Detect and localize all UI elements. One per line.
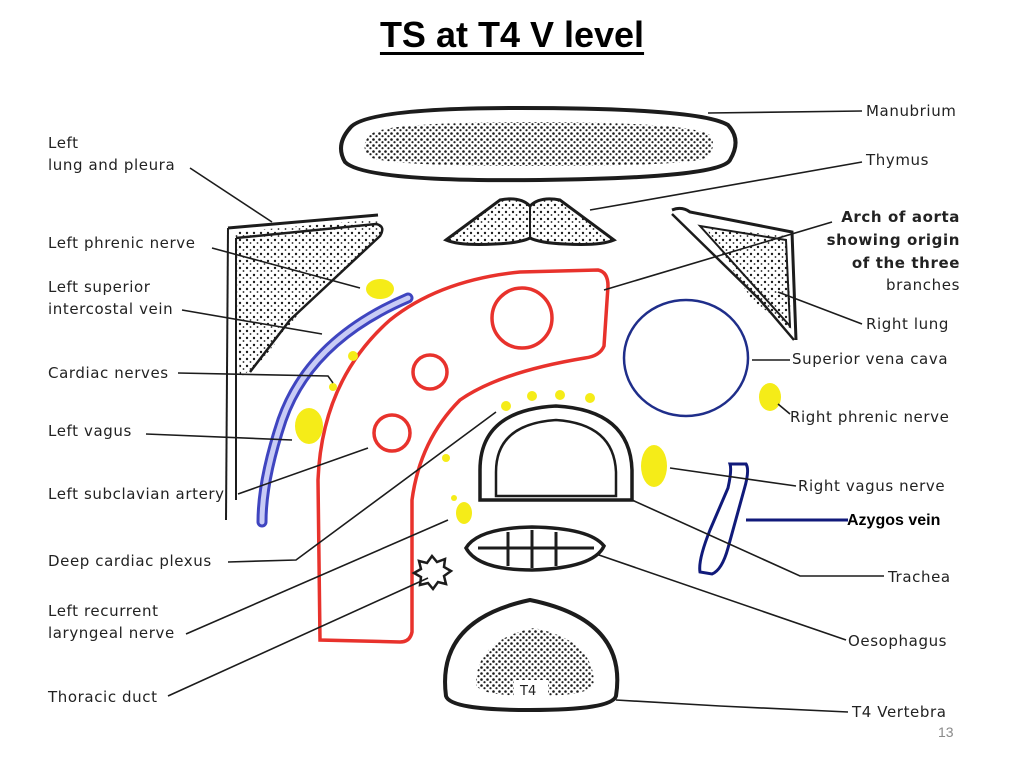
superior-vena-cava: [622, 298, 750, 418]
thymus: [443, 197, 617, 246]
label-arch-4: branches: [886, 276, 960, 294]
label-manubrium: Manubrium: [866, 102, 957, 120]
label-left-lung-2: lung and pleura: [48, 156, 176, 174]
label-arch-2: showing origin: [826, 231, 960, 249]
aortic-arch: [316, 268, 610, 644]
thoracic-duct: [411, 553, 454, 592]
nerves: [295, 279, 781, 524]
label-deep-cardiac-plexus: Deep cardiac plexus: [48, 552, 212, 570]
label-thymus: Thymus: [866, 151, 930, 169]
left-subclavian-artery: [372, 413, 412, 453]
label-right-phrenic-nerve: Right phrenic nerve: [790, 408, 950, 426]
deep-cardiac-plexus-3: [555, 390, 565, 400]
label-t4-vertebra: T4 Vertebra: [852, 703, 947, 721]
slide-number: 13: [938, 724, 954, 740]
slide-title: TS at T4 V level: [379, 14, 645, 55]
t4-vertebra: T4: [443, 597, 620, 713]
label-left-lung-1: Left: [48, 134, 79, 152]
right-phrenic-nerve: [759, 383, 781, 411]
label-arch-1: Arch of aorta: [841, 208, 960, 226]
oesophagus: [463, 525, 607, 572]
label-cardiac-nerves: Cardiac nerves: [48, 364, 169, 382]
deep-cardiac-plexus-4: [585, 393, 595, 403]
label-trachea: Trachea: [888, 568, 951, 586]
azygos-vein: [698, 462, 750, 576]
label-oesophagus: Oesophagus: [848, 632, 948, 650]
left-recurrent-laryngeal-nerve: [456, 502, 472, 524]
label-superior-vena-cava: Superior vena cava: [792, 350, 949, 368]
brachiocephalic-trunk: [490, 286, 554, 350]
label-thoracic-duct: Thoracic duct: [48, 688, 158, 706]
vertebra-body-label: T4: [519, 684, 536, 699]
label-left-superior-1: Left superior: [48, 278, 151, 296]
label-left-recurrent-2: laryngeal nerve: [48, 624, 175, 642]
label-left-subclavian-artery: Left subclavian artery: [48, 485, 225, 503]
left-phrenic-nerve: [366, 279, 394, 299]
left-vagus-nerve: [295, 408, 323, 444]
trachea: [478, 404, 634, 502]
manubrium: [339, 105, 738, 183]
label-left-phrenic-nerve: Left phrenic nerve: [48, 234, 196, 252]
label-left-superior-2: intercostal vein: [48, 300, 174, 318]
label-left-recurrent-1: Left recurrent: [48, 602, 159, 620]
deep-cardiac-plexus-2: [527, 391, 537, 401]
deep-cardiac-plexus-5: [442, 454, 450, 462]
leader-lines: [145, 110, 884, 713]
right-vagus-nerve: [641, 445, 667, 487]
label-left-vagus: Left vagus: [48, 422, 132, 440]
label-right-vagus-nerve: Right vagus nerve: [798, 477, 946, 495]
deep-cardiac-plexus-1: [501, 401, 511, 411]
label-arch-3: of the three: [851, 254, 960, 272]
label-azygos-vein: Azygos vein: [847, 512, 941, 529]
label-right-lung: Right lung: [866, 315, 949, 333]
cardiac-nerve-1: [348, 351, 358, 361]
deep-cardiac-plexus-6: [451, 495, 457, 501]
left-superior-intercostal-vein: [256, 292, 414, 528]
cardiac-nerve-2: [329, 383, 337, 391]
left-common-carotid: [411, 353, 449, 391]
